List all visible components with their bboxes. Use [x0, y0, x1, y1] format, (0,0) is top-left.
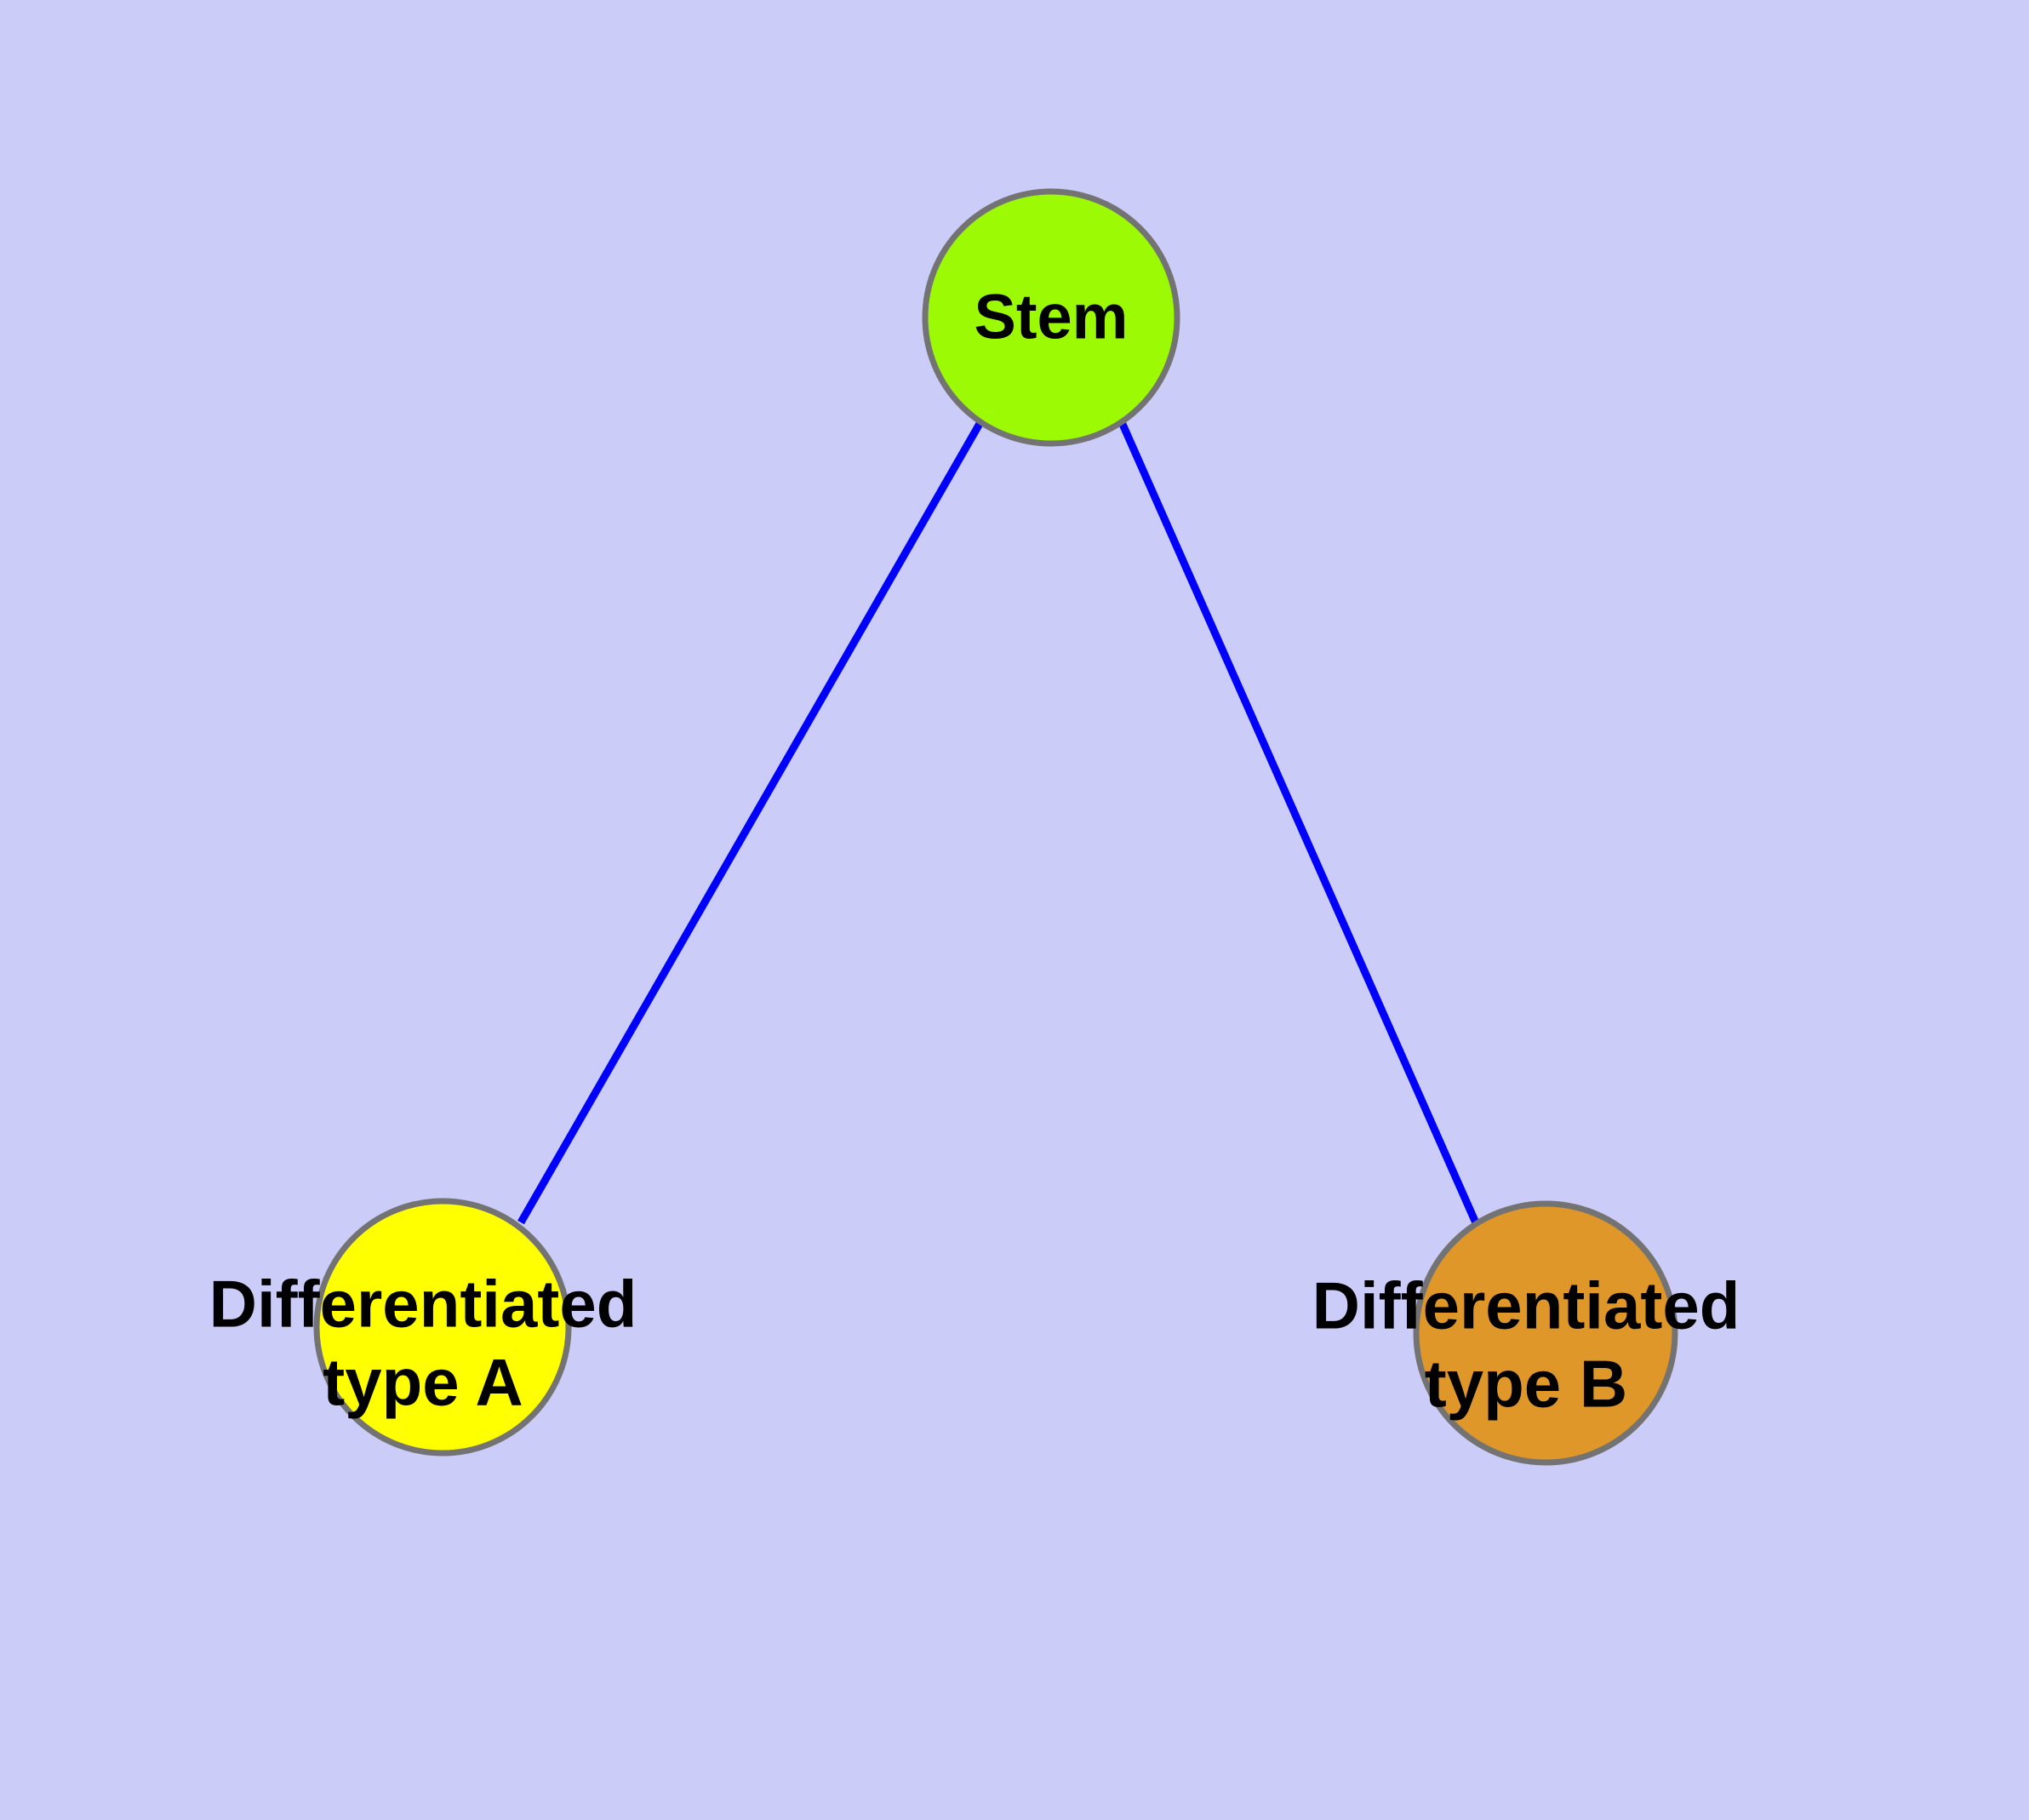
node-label-diff-a-line2: type A — [323, 1345, 523, 1420]
node-group-stem[interactable] — [922, 188, 1180, 447]
node-circle-stem[interactable] — [922, 188, 1180, 447]
node-group-diff-b[interactable] — [1413, 1200, 1678, 1466]
node-label-diff-b-line2: type B — [1425, 1347, 1627, 1422]
node-label-diff-a: Differentiated type A — [209, 1267, 637, 1420]
node-circle-diff-a[interactable] — [313, 1198, 572, 1457]
node-label-stem: Stem — [974, 282, 1129, 352]
node-circle-diff-b[interactable] — [1413, 1200, 1678, 1466]
node-label-diff-a-line1: Differentiated — [209, 1267, 637, 1342]
node-label-diff-b-line1: Differentiated — [1312, 1268, 1740, 1343]
edge-stem-to-diff-a[interactable] — [517, 420, 984, 1225]
node-label-diff-b: Differentiated type B — [1312, 1268, 1740, 1422]
node-group-diff-a[interactable] — [313, 1198, 572, 1457]
edge-group — [517, 420, 1482, 1228]
edge-stem-to-diff-b[interactable] — [1117, 421, 1482, 1228]
